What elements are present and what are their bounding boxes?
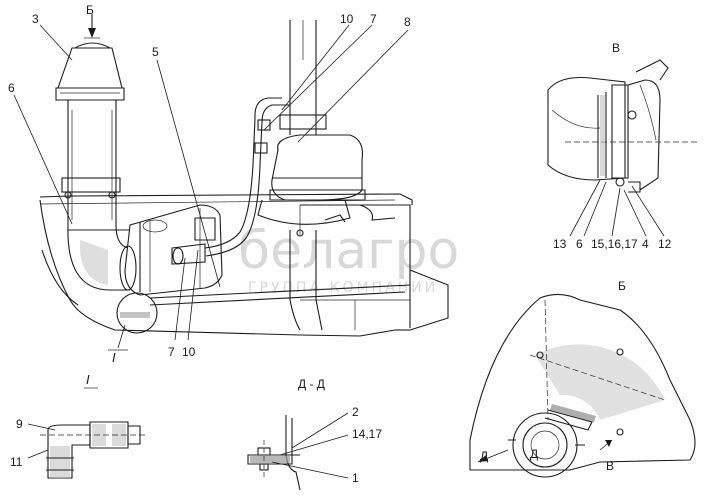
detail-i-label-11: 11 (10, 455, 23, 469)
detail-i: I 9 11 (10, 372, 146, 479)
view-b-hatch-inner (522, 422, 568, 468)
right-housing (300, 204, 411, 328)
view-v-label-15-16-17: 15,16,17 (591, 237, 638, 251)
view-b-inner-mark: Д (530, 447, 538, 461)
label-5: 5 (152, 45, 159, 59)
section-dd-label-14-17: 14,17 (352, 427, 382, 441)
exhaust-pipe (289, 20, 317, 135)
intake-clamp (61, 177, 121, 193)
section-dd-wall (285, 415, 300, 456)
intake-hose-inner (205, 104, 290, 257)
section-dd-title: Д - Д (298, 377, 325, 391)
watermark: белагро ГРУППА КОМПАНИЙ (238, 221, 459, 296)
arrow-b-label: Б (86, 3, 94, 17)
watermark-subtitle: ГРУППА КОМПАНИЙ (248, 278, 438, 296)
cab-lower-contour (39, 199, 396, 337)
view-b-view-mark: В (606, 459, 614, 473)
main-view: 3 6 5 10 7 8 7 10 Б I (8, 3, 449, 365)
detail-i-elbow-fitting (47, 424, 91, 479)
air-filter-canister (124, 204, 223, 296)
intake-hose-outer (204, 97, 282, 249)
view-v-cab-panel (547, 76, 626, 181)
section-dd: Д - Д 2 14,17 1 (247, 377, 382, 491)
view-v: В 13 6 15,16,17 4 12 (547, 41, 700, 251)
watermark-brand: белагро (238, 221, 459, 281)
detail-i-label-9: 9 (16, 417, 23, 431)
detail-i-union-nut (89, 421, 129, 449)
label-7-bottom: 7 (168, 345, 175, 359)
label-10-bottom: 10 (182, 345, 196, 359)
section-dd-label-2: 2 (352, 405, 359, 419)
label-8: 8 (404, 15, 411, 29)
view-b-shaded-sector (535, 344, 665, 420)
section-dd-label-1: 1 (352, 471, 359, 485)
detail-ref-i: I (112, 350, 116, 365)
view-v-flange (611, 84, 629, 179)
view-b-section-mark: Д (480, 449, 488, 463)
pipe-clamp (279, 114, 327, 130)
view-b: Б Д В Д (469, 279, 696, 478)
vertical-intake-pipe (67, 100, 117, 225)
precleaner-head (57, 47, 123, 89)
label-7-top: 7 (370, 12, 377, 26)
view-v-label-6: 6 (576, 237, 583, 251)
detail-i-title: I (86, 372, 90, 387)
view-v-title: В (612, 41, 620, 55)
section-dd-plate (250, 456, 290, 463)
view-b-cab-outline (469, 293, 696, 471)
view-b-title: Б (618, 279, 626, 293)
view-v-label-4: 4 (642, 237, 649, 251)
frame-top-edge (39, 193, 413, 205)
view-v-label-12: 12 (658, 237, 672, 251)
label-3: 3 (32, 12, 39, 26)
label-10-top: 10 (340, 12, 354, 26)
intake-elbow (67, 224, 130, 291)
view-v-label-13: 13 (553, 237, 567, 251)
detail-callout-circle (116, 292, 158, 334)
filter-outlet-nozzle (171, 243, 206, 265)
label-6: 6 (8, 81, 15, 95)
